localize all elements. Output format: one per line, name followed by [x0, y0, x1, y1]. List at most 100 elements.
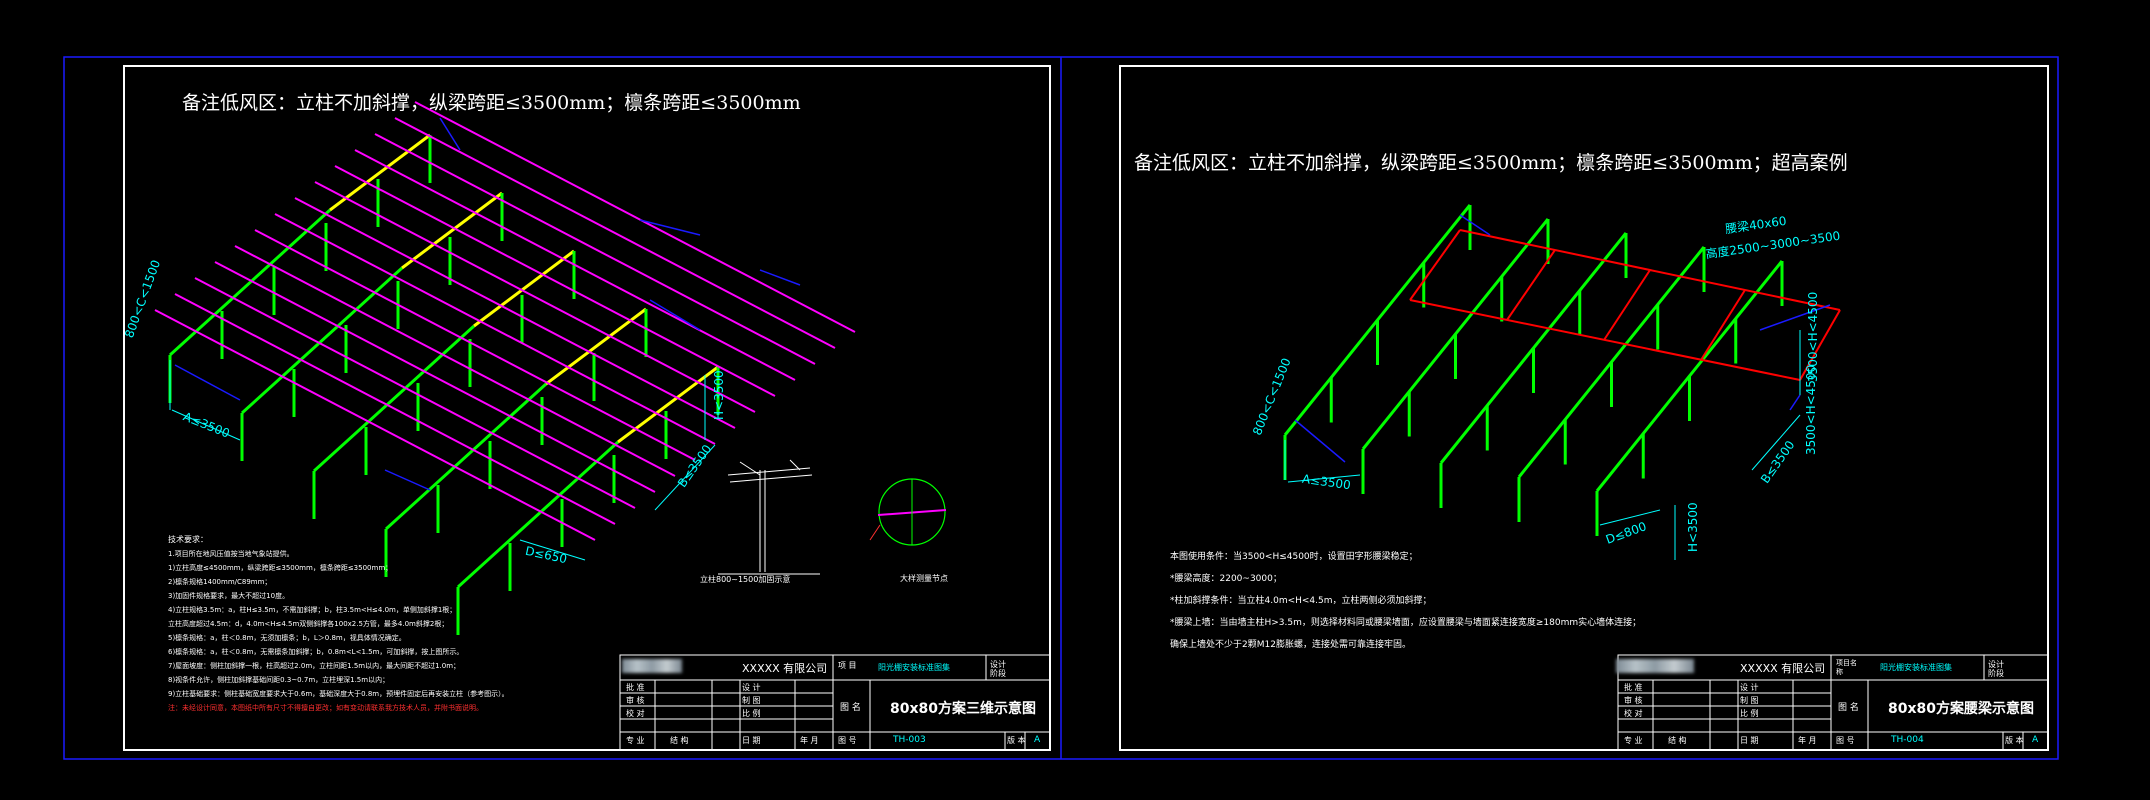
note-line: 6)檩条规格：a，柱＜0.8m，无需檩条加斜撑；b，0.8m<L<1.5m，可加… [168, 648, 464, 656]
note-line: 确保上墙处不少于2颗M12膨胀螺，连接处需可靠连接牢固。 [1170, 640, 1411, 650]
brace-line [649, 299, 701, 331]
bottom-row-label: 结 构 [1668, 736, 1687, 745]
brace-line [1459, 214, 1491, 236]
version-value: A [1034, 735, 1041, 745]
dim-h-left: H<3500 [712, 370, 726, 420]
design-row: 设 计 [1740, 683, 1759, 692]
dimension-line [519, 539, 586, 561]
note-line: 立柱高度超过4.5m：d，4.0m<H≤4.5m双侧斜撑各100x2.5方管，最… [168, 620, 449, 628]
dim-h-right: H<3500 [1686, 502, 1700, 552]
redacted-logo [1616, 659, 1694, 673]
note-line: 8)视条件允许，侧柱加斜撑基础间距0.3~0.7m，立柱埋深1.5m以内； [168, 676, 390, 684]
detail-caption-left-1: 立柱800~1500加固示意 [700, 575, 791, 584]
detail-section-drawing [718, 459, 820, 575]
dimension-line [1287, 474, 1361, 483]
project-name: 阳光棚安装标准图集 [1880, 663, 1952, 672]
stage-label: 设计阶段 [1988, 660, 2004, 678]
company-name: XXXXX 有限公司 [1740, 662, 1826, 675]
drawing-no-label: 图 号 [838, 736, 857, 745]
purlin-line [254, 229, 696, 461]
purlin-line [154, 309, 596, 541]
review-row: 批 准 [1624, 683, 1643, 692]
project-label: 项目名称 [1836, 659, 1857, 676]
drawing-number: TH-004 [1891, 735, 1924, 745]
note-line: *腰梁上墙：当由墙主柱H>3.5m，则选择材料同或腰梁墙面，应设置腰梁与墙面紧连… [1170, 618, 1642, 628]
purlin-line [214, 261, 656, 493]
beam-line [456, 440, 620, 589]
purlin-line [234, 245, 676, 477]
brace-line [174, 364, 241, 401]
design-row: 比 例 [742, 709, 761, 718]
waist-beam [1700, 289, 1746, 361]
waist-beam [1799, 309, 1841, 381]
project-label: 项 目 [838, 661, 857, 670]
purlin-line [374, 133, 816, 365]
purlin-line [414, 101, 856, 333]
note-line: 4)立柱规格3.5m：a，柱H≤3.5m，不需加斜撑；b，柱3.5m<H≤4.0… [168, 606, 457, 614]
purlin-line [334, 165, 776, 397]
dimension-line [654, 444, 716, 511]
beam-line [384, 382, 548, 531]
version-label: 版 本 [2005, 736, 2024, 745]
note-line: 本图使用条件：当3500<H≤4500时，设置田字形腰梁稳定； [1170, 552, 1418, 562]
red-warning-note: 注：未经设计同意，本图纸中所有尺寸不得擅自更改；如有变动请联系我方技术人员，并附… [168, 704, 483, 712]
brace-line [1759, 304, 1831, 331]
brace-line [1294, 419, 1346, 463]
company-name: XXXXX 有限公司 [742, 662, 828, 675]
bottom-row-label: 日 期 [1740, 736, 1759, 745]
beam-line [312, 324, 476, 473]
waist-beam [1409, 229, 1461, 301]
project-name: 阳光棚安装标准图集 [878, 663, 950, 672]
brace-line [384, 469, 431, 491]
brace-line [639, 219, 701, 236]
bottom-row-label: 日 期 [742, 736, 761, 745]
dimension-line [171, 409, 241, 441]
drawing-no-label: 图 号 [1836, 736, 1855, 745]
brace-line [439, 117, 461, 151]
dimension-line [1751, 414, 1801, 471]
note-line: 7)屋面坡度：侧柱加斜撑一根，柱高超过2.0m，立柱间距1.5m以内，最大间距不… [168, 662, 461, 670]
drawing-name: 80x80方案腰梁示意图 [1888, 701, 2034, 717]
brace-line [759, 269, 801, 286]
design-row: 制 图 [742, 696, 761, 705]
bottom-row-label: 专 业 [626, 736, 645, 745]
detail-caption-left-2: 大样测量节点 [900, 574, 948, 583]
note-line: 1)立柱高度≤4500mm，纵梁跨距≤3500mm，檩条跨距≤3500mm； [168, 564, 393, 572]
left-sheet-border [123, 65, 1051, 751]
right-technical-notes: 本图使用条件：当3500<H≤4500时，设置田字形腰梁稳定； *腰梁高度：22… [1170, 546, 1641, 656]
bottom-row-label: 年 月 [800, 736, 819, 745]
purlin-line [274, 213, 716, 445]
right-sheet-title: 备注低风区：立柱不加斜撑，纵梁跨距≤3500mm；檩条跨距≤3500mm；超高案… [1134, 152, 1848, 174]
note-line: 3)加固件规格要求，最大不超过10度。 [168, 592, 290, 600]
waist-beam [1506, 249, 1556, 321]
note-line: *腰梁高度：2200~3000； [1170, 574, 1282, 584]
bottom-row-label: 专 业 [1624, 736, 1643, 745]
left-title-block-lines [619, 654, 1051, 751]
left-technical-notes: 技术要求： 1.项目所在地风压值按当地气象站提供。 1)立柱高度≤4500mm，… [168, 532, 509, 715]
review-row: 校 对 [1624, 709, 1643, 718]
purlin-line [294, 197, 736, 429]
review-row: 审 核 [1624, 696, 1643, 705]
note-line: 1.项目所在地风压值按当地气象站提供。 [168, 550, 294, 558]
redacted-logo [622, 659, 682, 673]
rafter-line [401, 191, 503, 270]
right-waist-beam-drawing [1283, 204, 1841, 560]
notes-title: 技术要求： [168, 535, 208, 544]
right-sheet-border [1119, 65, 2049, 751]
drawing-name-label: 图 名 [1838, 703, 1859, 713]
purlin-line [394, 117, 836, 349]
node-detail-circle [869, 478, 947, 546]
dimension-line [1599, 509, 1661, 526]
version-label: 版 本 [1007, 736, 1026, 745]
purlin-line [314, 181, 756, 413]
note-line: 9)立柱基础要求：侧柱基础宽度要求大于0.6m，基础深度大于0.8m，预埋件固定… [168, 690, 509, 698]
note-line: *柱加斜撑条件：当立柱4.0m<H<4.5m，立柱两侧必须加斜撑； [1170, 596, 1432, 606]
rafter-line [617, 365, 719, 444]
design-row: 制 图 [1740, 696, 1759, 705]
rafter-line [545, 307, 647, 386]
dim-h-range-2: 3500<H<4500 [1804, 364, 1818, 455]
left-3d-frame-drawing [154, 101, 856, 635]
rafter-line [473, 249, 575, 328]
